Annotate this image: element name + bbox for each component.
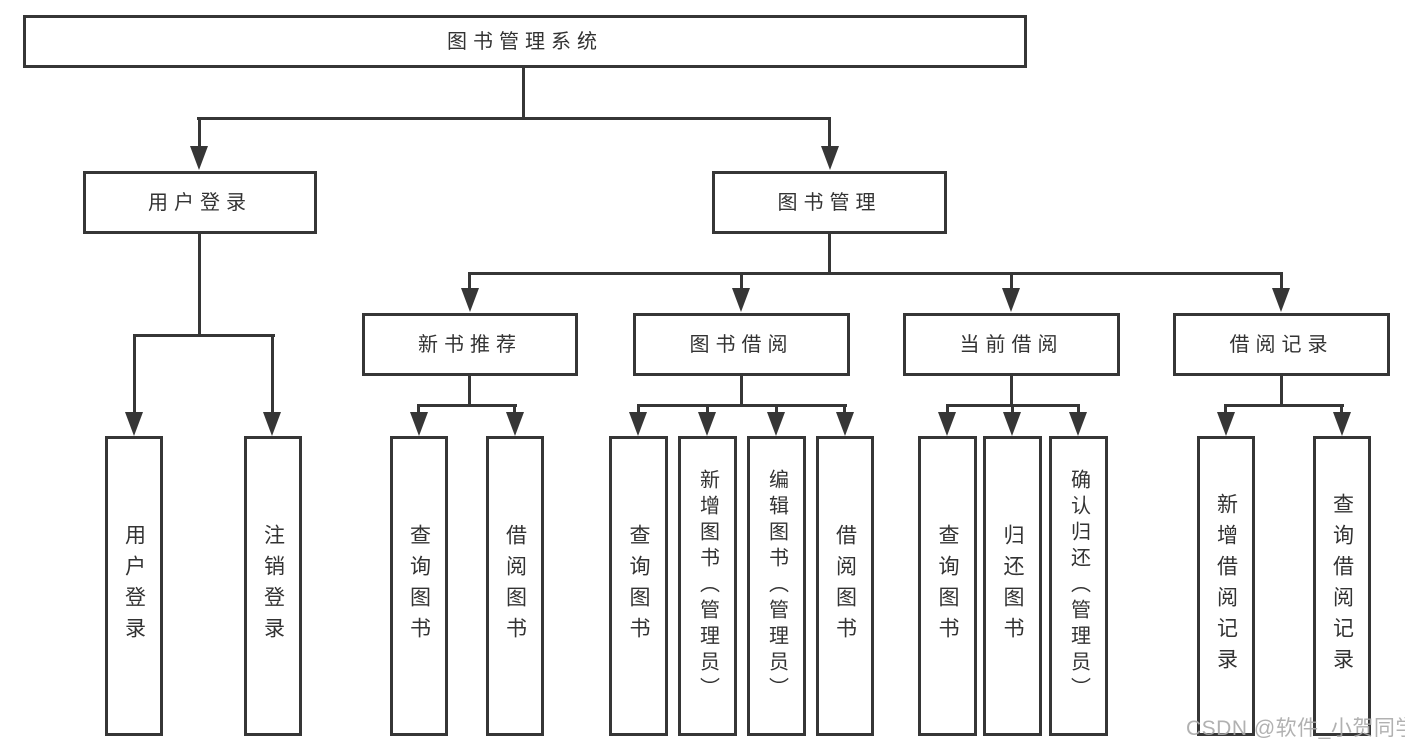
node-book-borrow: 图书借阅 xyxy=(633,313,850,376)
connector-borrow-records-stub xyxy=(1280,376,1283,406)
connector-user-login-stub xyxy=(198,234,201,336)
leaf-query-books-current-label: 查询图书 xyxy=(936,524,959,648)
arrowhead-down-icon xyxy=(938,412,956,436)
connector-drop xyxy=(706,404,709,414)
arrowhead-down-icon xyxy=(1003,412,1021,436)
connector-drop-borrow-records xyxy=(1280,272,1283,290)
node-book-borrow-label: 图书借阅 xyxy=(689,333,794,356)
arrowhead-down-icon xyxy=(410,412,428,436)
arrowhead-down-icon xyxy=(1002,288,1020,312)
connector-borrow-records-split xyxy=(1224,404,1344,407)
watermark-csdn: CSDN @软件_小贺同学 xyxy=(1186,717,1405,740)
leaf-add-borrow-record: 新增借阅记录 xyxy=(1197,436,1255,736)
connector-drop xyxy=(843,404,846,414)
arrowhead-down-icon xyxy=(1272,288,1290,312)
arrowhead-down-icon xyxy=(461,288,479,312)
connector-drop-book-mgmt xyxy=(828,117,831,148)
node-user-login-label: 用户登录 xyxy=(148,191,252,214)
leaf-confirm-return-admin: 确认归还（管理员） xyxy=(1049,436,1108,736)
node-library-system-label: 图书管理系统 xyxy=(447,30,603,53)
connector-drop-user-login xyxy=(198,117,201,148)
connector-drop xyxy=(1340,404,1343,414)
connector-level3-split xyxy=(468,272,1283,275)
connector-current-borrow-stub xyxy=(1010,376,1013,406)
node-new-book-recommend-label: 新书推荐 xyxy=(418,333,522,356)
leaf-confirm-return-admin-label: 确认归还（管理员） xyxy=(1067,469,1090,703)
leaf-borrow-books-borrow: 借阅图书 xyxy=(816,436,874,736)
leaf-edit-book-admin: 编辑图书（管理员） xyxy=(747,436,806,736)
arrowhead-down-icon xyxy=(732,288,750,312)
leaf-borrow-books-recommend-label: 借阅图书 xyxy=(503,524,527,648)
leaf-add-book-admin-label: 新增图书（管理员） xyxy=(696,469,719,703)
leaf-borrow-books-recommend: 借阅图书 xyxy=(486,436,544,736)
connector-book-borrow-split xyxy=(637,404,847,407)
arrowhead-down-icon xyxy=(506,412,524,436)
arrowhead-down-icon xyxy=(821,146,839,170)
connector-drop xyxy=(637,404,640,414)
leaf-user-login-label: 用户登录 xyxy=(122,524,146,648)
node-borrow-records: 借阅记录 xyxy=(1173,313,1390,376)
arrowhead-down-icon xyxy=(698,412,716,436)
arrowhead-down-icon xyxy=(125,412,143,436)
leaf-query-borrow-record-label: 查询借阅记录 xyxy=(1330,493,1354,679)
connector-new-book-stub xyxy=(468,376,471,406)
connector-drop-leaf-login xyxy=(133,334,136,414)
leaf-query-books-current: 查询图书 xyxy=(918,436,977,736)
connector-drop xyxy=(513,404,516,414)
leaf-user-login: 用户登录 xyxy=(105,436,163,736)
leaf-logout-label: 注销登录 xyxy=(261,524,285,648)
leaf-logout: 注销登录 xyxy=(244,436,302,736)
connector-drop xyxy=(1224,404,1227,414)
leaf-query-books-recommend-label: 查询图书 xyxy=(407,524,431,648)
arrowhead-down-icon xyxy=(767,412,785,436)
connector-drop xyxy=(775,404,778,414)
node-current-borrow: 当前借阅 xyxy=(903,313,1120,376)
connector-drop xyxy=(1011,404,1014,414)
connector-drop xyxy=(946,404,949,414)
arrowhead-down-icon xyxy=(1217,412,1235,436)
connector-drop-book-borrow xyxy=(740,272,743,290)
connector-new-book-split xyxy=(418,404,517,407)
leaf-add-book-admin: 新增图书（管理员） xyxy=(678,436,737,736)
leaf-query-books-recommend: 查询图书 xyxy=(390,436,448,736)
connector-root-stub xyxy=(522,67,525,118)
leaf-return-books: 归还图书 xyxy=(983,436,1042,736)
leaf-query-books-borrow: 查询图书 xyxy=(609,436,668,736)
leaf-edit-book-admin-label: 编辑图书（管理员） xyxy=(765,469,788,703)
arrowhead-down-icon xyxy=(836,412,854,436)
node-borrow-records-label: 借阅记录 xyxy=(1229,333,1334,356)
connector-drop-leaf-logout xyxy=(271,334,274,414)
connector-drop-new-book xyxy=(468,272,471,290)
node-library-system: 图书管理系统 xyxy=(23,15,1027,68)
leaf-add-borrow-record-label: 新增借阅记录 xyxy=(1214,493,1238,679)
leaf-query-books-borrow-label: 查询图书 xyxy=(627,524,650,648)
node-book-management: 图书管理 xyxy=(712,171,947,234)
connector-user-login-split xyxy=(133,334,275,337)
connector-book-borrow-stub xyxy=(740,376,743,406)
node-user-login: 用户登录 xyxy=(83,171,317,234)
leaf-borrow-books-borrow-label: 借阅图书 xyxy=(833,524,857,648)
connector-level1-split xyxy=(197,117,831,120)
arrowhead-down-icon xyxy=(263,412,281,436)
connector-book-mgmt-stub xyxy=(828,234,831,275)
arrowhead-down-icon xyxy=(629,412,647,436)
leaf-query-borrow-record: 查询借阅记录 xyxy=(1313,436,1371,736)
connector-drop-current-borrow xyxy=(1010,272,1013,290)
arrowhead-down-icon xyxy=(1069,412,1087,436)
arrowhead-down-icon xyxy=(1333,412,1351,436)
leaf-return-books-label: 归还图书 xyxy=(1001,524,1024,648)
connector-drop xyxy=(417,404,420,414)
node-current-borrow-label: 当前借阅 xyxy=(959,333,1064,356)
node-new-book-recommend: 新书推荐 xyxy=(362,313,578,376)
arrowhead-down-icon xyxy=(190,146,208,170)
node-book-management-label: 图书管理 xyxy=(777,191,882,214)
connector-drop xyxy=(1077,404,1080,414)
